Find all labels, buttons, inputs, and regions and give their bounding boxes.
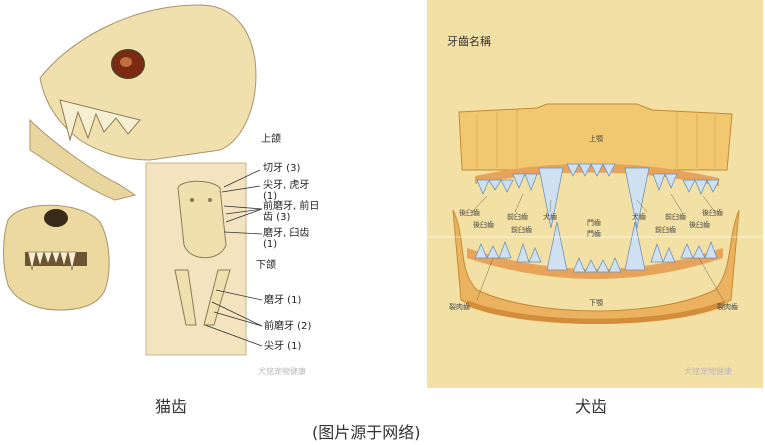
cat-caption: 猫齿 <box>155 397 188 416</box>
molar-count-label: (1) <box>263 239 278 250</box>
lower-jaw-label: 下颌 <box>256 260 276 271</box>
canine-left-label: 犬齒 <box>543 213 557 221</box>
lower-back-molar-right-label: 後臼齒 <box>689 221 710 229</box>
dog-lower-jaw-label: 下顎 <box>589 299 603 307</box>
canine-right-label: 犬齒 <box>632 213 646 221</box>
dog-jaw-drawing <box>427 103 763 324</box>
dog-upper-jaw-label: 上顎 <box>589 135 603 143</box>
cat-teeth-illustration: 上颌 切牙 (3) 尖牙, 虎牙 (1) 前磨牙, 前日 齿 (3) 磨牙, 臼… <box>0 0 365 388</box>
canine-count-label: (1) <box>263 191 278 202</box>
carnassial-right-label: 裂肉齒 <box>717 303 738 311</box>
upper-back-molar-right-label: 後臼齒 <box>702 209 723 217</box>
canine-label: 尖牙, 虎牙 <box>263 180 310 191</box>
upper-premolar-right-label: 前臼齒 <box>665 213 686 221</box>
dog-caption: 犬齿 <box>575 397 608 416</box>
lower-back-molar-left-label: 後臼齒 <box>473 221 494 229</box>
upper-incisor-label: 門齒 <box>587 219 601 227</box>
lower-premolar-right-label: 前臼齒 <box>655 226 676 234</box>
cat-skull-drawing <box>3 4 263 356</box>
cat-watermark: 犬铭宠物健康 <box>258 367 306 376</box>
dog-chart-title: 牙齒名稱 <box>447 35 491 48</box>
upper-back-molar-left-label: 後臼齒 <box>459 209 480 217</box>
carnassial-left-label: 裂肉齒 <box>449 303 470 311</box>
lower-premolar-label: 前磨牙 (2) <box>264 321 312 332</box>
dog-watermark: 犬铭宠物健康 <box>684 367 732 376</box>
source-caption: (图片源于网络) <box>312 423 421 442</box>
dog-teeth-illustration: 牙齒名稱 上顎 下顎 後臼齒 前臼齒 犬齒 門齒 犬齒 前臼齒 後臼齒 後臼齒 … <box>427 0 763 388</box>
molar-label: 磨牙, 臼齿 <box>263 228 310 239</box>
incisor-label: 切牙 (3) <box>263 163 301 174</box>
lower-canine-label: 尖牙 (1) <box>264 341 302 352</box>
premolar-count-label: 齿 (3) <box>263 212 291 223</box>
lower-incisor-label: 門齒 <box>587 230 601 238</box>
upper-premolar-left-label: 前臼齒 <box>507 213 528 221</box>
lower-molar-label: 磨牙 (1) <box>264 295 302 306</box>
premolar-label: 前磨牙, 前日 <box>263 201 320 212</box>
lower-premolar-left-label: 前臼齒 <box>511 226 532 234</box>
upper-jaw-label: 上颌 <box>261 134 281 145</box>
